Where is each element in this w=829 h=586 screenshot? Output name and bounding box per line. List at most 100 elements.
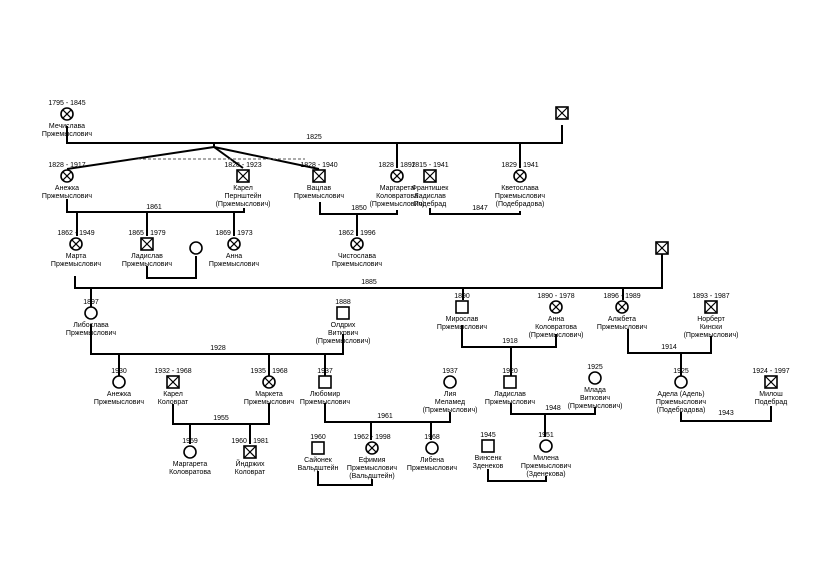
person-dates: 1959 (182, 438, 198, 445)
person-name-line: Ладислав (494, 391, 526, 398)
person-dates: 1862 - 1949 (57, 230, 94, 237)
person-name-line: Зденеков (473, 463, 504, 470)
person-p8[interactable]: 1829 - 1941КветославаПржемыслович(Подебр… (495, 162, 546, 208)
person-dates: 1925 (673, 368, 689, 375)
person-dates: 1896 - 1989 (603, 293, 640, 300)
marriage-year-label: 1928 (210, 345, 226, 352)
female-circle-icon (112, 375, 126, 389)
marriage-year-label: 1955 (213, 415, 229, 422)
marriage-year-label: 1948 (545, 405, 561, 412)
person-name-line: Пржемыслович (485, 399, 536, 406)
person-name-line: (Пржемыслович) (316, 338, 371, 345)
person-name-line: Либена (420, 456, 444, 464)
person-name-line: Коловратова (169, 469, 211, 476)
deceased-cross-icon (229, 239, 239, 249)
deceased-cross-icon (515, 171, 525, 181)
person-name-line: Млада (584, 387, 606, 394)
person-name-line: Пржемыслович (66, 330, 117, 337)
person-p33[interactable]: 1962 - 1998ЕфимияПржемыслович(Вальдштейн… (347, 434, 398, 480)
person-dates: 1935 - 1968 (250, 368, 287, 375)
person-p6[interactable]: 1828 - 1892МаргаретаКоловратова(Пржемысл… (370, 162, 425, 208)
person-name-line: (Пржемыслович) (423, 407, 478, 414)
person-name-line: Анежка (107, 391, 131, 398)
marriage-year-label: 1825 (306, 134, 322, 141)
deceased-cross-icon (764, 375, 778, 389)
male-square-icon (318, 375, 332, 389)
person-name-line: Франтишек (412, 185, 450, 192)
person-p11[interactable] (189, 241, 203, 255)
person-name-line: Анна (226, 253, 242, 260)
male-square-icon (481, 439, 495, 453)
person-dates: 1888 (335, 299, 351, 306)
person-name-line: Йндржих (236, 459, 265, 468)
person-dates: 1893 - 1987 (692, 293, 729, 300)
female-circle-icon (84, 306, 98, 320)
person-name-line: Карел (233, 185, 253, 192)
person-name-line: Пржемыслович (42, 131, 93, 138)
deceased-cross-icon (71, 239, 81, 249)
deceased-cross-icon (392, 171, 402, 181)
person-name-line: Пржемыслович (347, 465, 398, 472)
person-name-line: Пржемыслович (244, 399, 295, 406)
person-name-line: Маргарета (173, 461, 208, 468)
deceased-cross-icon (617, 302, 627, 312)
female-circle-icon (183, 445, 197, 459)
person-name-line: (Пржемыслович) (216, 201, 271, 208)
person-name-line: Виткрвич (328, 330, 358, 337)
person-name-line: Пржемыслович (521, 463, 572, 470)
deceased-cross-icon (704, 300, 718, 314)
male-square-icon (503, 375, 517, 389)
person-dates: 1828 - 1917 (48, 162, 85, 169)
person-dates: 1897 (83, 299, 99, 306)
female-circle-icon (425, 441, 439, 455)
person-name-line: Чистослава (338, 253, 376, 260)
person-name-line: Меламед (435, 399, 465, 406)
person-dates: 1828 - 1892 (378, 162, 415, 169)
person-name-line: Пернштейн (224, 192, 261, 200)
person-name-line: Мирослав (446, 316, 479, 323)
deceased-cross-icon (166, 375, 180, 389)
person-p2[interactable] (555, 106, 569, 120)
person-name-line: Пржемыслович (495, 193, 546, 200)
person-name-line: Лия (444, 391, 457, 398)
person-dates: 1951 (538, 432, 554, 439)
person-name-line: Вальдштейн (298, 464, 339, 472)
person-name-line: Либослава (73, 321, 109, 329)
person-name-line: Пржемыслович (42, 193, 93, 200)
person-p14[interactable] (655, 241, 669, 255)
deceased-cross-icon (62, 171, 72, 181)
person-dates: 1962 - 1998 (353, 434, 390, 441)
